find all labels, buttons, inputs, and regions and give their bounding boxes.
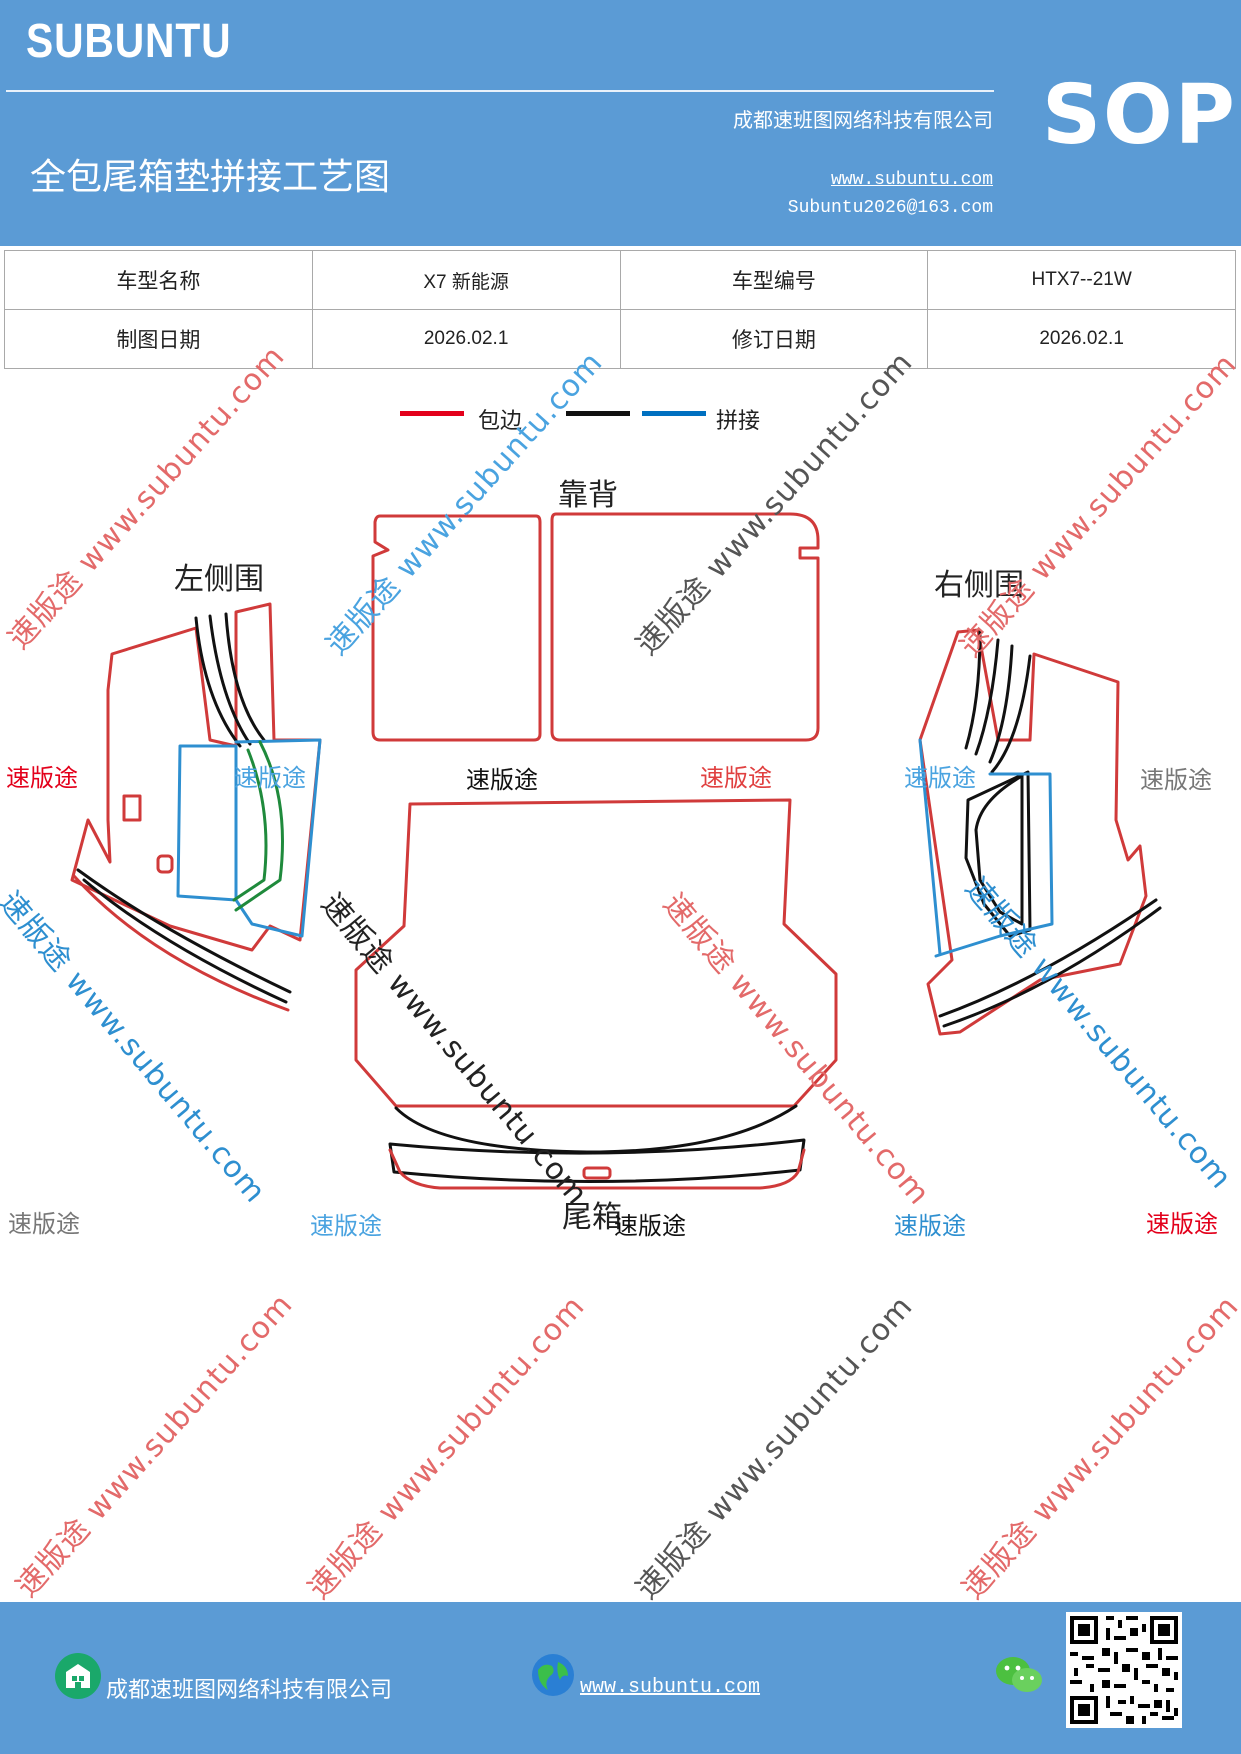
brand-logo: SUBUNTU xyxy=(26,15,232,68)
table-cell: 车型编号 xyxy=(619,250,929,310)
table-cell: 2026.02.1 xyxy=(311,309,621,369)
trunk-seam xyxy=(394,1104,798,1154)
left-side-seam xyxy=(76,868,292,994)
sop-label: SOP xyxy=(1042,68,1237,163)
left-side-seam xyxy=(82,878,288,1004)
watermark: 速版途 xyxy=(700,764,772,792)
left-side-seam xyxy=(194,616,242,748)
legend-label: 拼接 xyxy=(716,409,761,434)
trunk-bumper-strip xyxy=(388,1138,806,1184)
right-side-seam xyxy=(988,644,1014,764)
company-name: 成都速班图网络科技有限公司 xyxy=(733,108,993,132)
left-side-blue-seam xyxy=(234,738,322,938)
right-side-blue-seam xyxy=(934,772,1054,958)
footer-company: 成都速班图网络科技有限公司 xyxy=(106,1678,393,1703)
backrest-left-panel xyxy=(371,514,542,742)
legend-swatch-red xyxy=(400,411,464,416)
table-cell: 2026.02.1 xyxy=(927,309,1236,369)
wechat-icon xyxy=(996,1657,1042,1692)
table-row: 车型名称 X7 新能源 车型编号 HTX7--21W xyxy=(4,250,1236,310)
right-side-seam xyxy=(974,638,1000,756)
right-side-seam xyxy=(964,630,982,750)
right-side-seam xyxy=(938,898,1158,1018)
legend-swatch-blue xyxy=(642,411,706,416)
right-side-panel xyxy=(918,628,1148,1036)
table-cell: 车型名称 xyxy=(4,250,313,310)
right-side-inner-panel xyxy=(974,774,1024,926)
backrest-right-panel xyxy=(550,512,820,742)
document-title: 全包尾箱垫拼接工艺图 xyxy=(30,157,391,198)
right-side-seam xyxy=(990,654,1032,774)
legend-label: 包边 xyxy=(478,409,523,434)
header-banner: SUBUNTU 成都速班图网络科技有限公司 全包尾箱垫拼接工艺图 www.sub… xyxy=(0,0,1241,246)
left-side-seam xyxy=(224,612,266,742)
left-side-cutout xyxy=(122,794,142,822)
website-link[interactable]: www.subuntu.com xyxy=(830,170,993,190)
trunk-floor-panel xyxy=(354,798,838,1108)
left-side-green-seam xyxy=(232,748,268,902)
label-left-side: 左侧围 xyxy=(174,562,264,597)
left-side-seam xyxy=(208,614,252,746)
watermark: 速版途 xyxy=(234,764,306,792)
trunk-bumper-edge xyxy=(388,1148,806,1190)
right-side-seam xyxy=(942,906,1162,1028)
globe-icon xyxy=(532,1654,574,1696)
building-icon xyxy=(55,1653,101,1699)
watermark: 速版途 xyxy=(310,1212,382,1240)
legend-swatch-black xyxy=(566,411,630,416)
header-divider xyxy=(6,90,994,92)
right-side-blue-seam xyxy=(918,738,942,956)
watermark: 速版途 xyxy=(1140,766,1212,794)
label-right-side: 右侧围 xyxy=(934,568,1024,603)
watermark: 速版途 xyxy=(614,1212,686,1240)
left-side-green-seam xyxy=(234,740,284,912)
watermark: 速版途 xyxy=(1146,1210,1218,1238)
table-cell: HTX7--21W xyxy=(927,250,1236,310)
watermark: 速版途 xyxy=(6,764,78,792)
email-address: Subuntu2026@163.com xyxy=(787,198,993,218)
watermark: 速版途 xyxy=(466,766,538,794)
left-side-seam xyxy=(72,874,290,1012)
watermark: 速版途 xyxy=(894,1212,966,1240)
watermark: 速版途 xyxy=(8,1210,80,1238)
label-trunk: 尾箱 xyxy=(562,1200,622,1235)
table-cell: 制图日期 xyxy=(4,309,313,369)
qr-code xyxy=(1066,1612,1182,1728)
left-side-cutout xyxy=(156,854,174,874)
vehicle-info-table: 车型名称 X7 新能源 车型编号 HTX7--21W 制图日期 2026.02.… xyxy=(4,250,1236,369)
label-backrest: 靠背 xyxy=(558,478,618,513)
footer-website-link[interactable]: www.subuntu.com xyxy=(580,1676,761,1699)
table-row: 制图日期 2026.02.1 修订日期 2026.02.1 xyxy=(4,309,1236,369)
table-cell: X7 新能源 xyxy=(311,250,621,310)
watermark: 速版途 xyxy=(904,764,976,792)
footer-banner: 成都速班图网络科技有限公司 www.subuntu.com xyxy=(0,1602,1241,1754)
trunk-latch-cutout xyxy=(582,1166,612,1180)
left-side-blue-seam xyxy=(176,744,238,902)
table-cell: 修订日期 xyxy=(619,309,929,369)
